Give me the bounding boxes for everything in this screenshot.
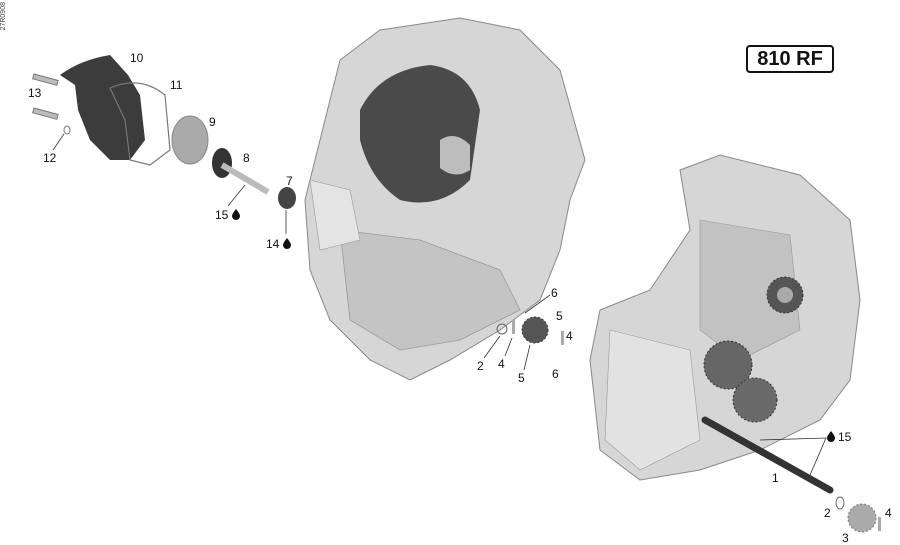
callout-10: 10 bbox=[130, 51, 144, 65]
callout-13: 13 bbox=[28, 86, 42, 100]
shaft-seal-8 bbox=[212, 148, 270, 195]
callout-14: 14 bbox=[266, 237, 280, 251]
callout-1: 1 bbox=[772, 471, 779, 485]
callout-7: 7 bbox=[286, 174, 293, 188]
o-ring-12 bbox=[63, 125, 71, 135]
bolt-13b bbox=[32, 107, 59, 120]
callout-2: 2 bbox=[824, 506, 831, 520]
gear-3 bbox=[847, 503, 877, 533]
callout-15: 15 bbox=[215, 208, 229, 222]
callout-2: 2 bbox=[477, 359, 484, 373]
callout-6: 6 bbox=[551, 286, 558, 300]
callout-6: 6 bbox=[552, 367, 559, 381]
gear-5 bbox=[521, 316, 549, 344]
callout-4: 4 bbox=[885, 506, 892, 520]
leader-lines bbox=[52, 133, 827, 476]
seal-7 bbox=[278, 187, 296, 209]
washer-2b bbox=[835, 496, 845, 510]
model-label: 810 RF bbox=[746, 45, 834, 73]
callout-12: 12 bbox=[43, 151, 57, 165]
pin-4a bbox=[512, 320, 515, 334]
callout-4: 4 bbox=[498, 357, 505, 371]
lubricant-drop-icon bbox=[283, 238, 291, 249]
bolt-13a bbox=[32, 73, 59, 86]
impeller-9 bbox=[171, 115, 209, 165]
washer-2a bbox=[496, 323, 508, 335]
crankcase-right bbox=[589, 154, 861, 481]
water-pump-cover bbox=[60, 55, 171, 166]
callout-5: 5 bbox=[556, 309, 563, 323]
pin-4b bbox=[561, 331, 564, 345]
pin-4c bbox=[878, 517, 881, 531]
callout-11: 11 bbox=[170, 78, 183, 92]
lubricant-drop-icon bbox=[232, 209, 240, 220]
callouts: 10 13 11 9 12 8 7 15 14 6 5 4 2 4 5 6 15… bbox=[28, 51, 892, 545]
callout-9: 9 bbox=[209, 115, 216, 129]
callout-15: 15 bbox=[838, 430, 852, 444]
shaft-part-1 bbox=[701, 416, 834, 494]
callout-8: 8 bbox=[243, 151, 250, 165]
lubricant-drop-icon bbox=[827, 431, 835, 442]
crankcase-left bbox=[304, 17, 586, 381]
callout-3: 3 bbox=[842, 531, 849, 545]
callout-4: 4 bbox=[566, 329, 573, 343]
callout-5: 5 bbox=[518, 371, 525, 385]
